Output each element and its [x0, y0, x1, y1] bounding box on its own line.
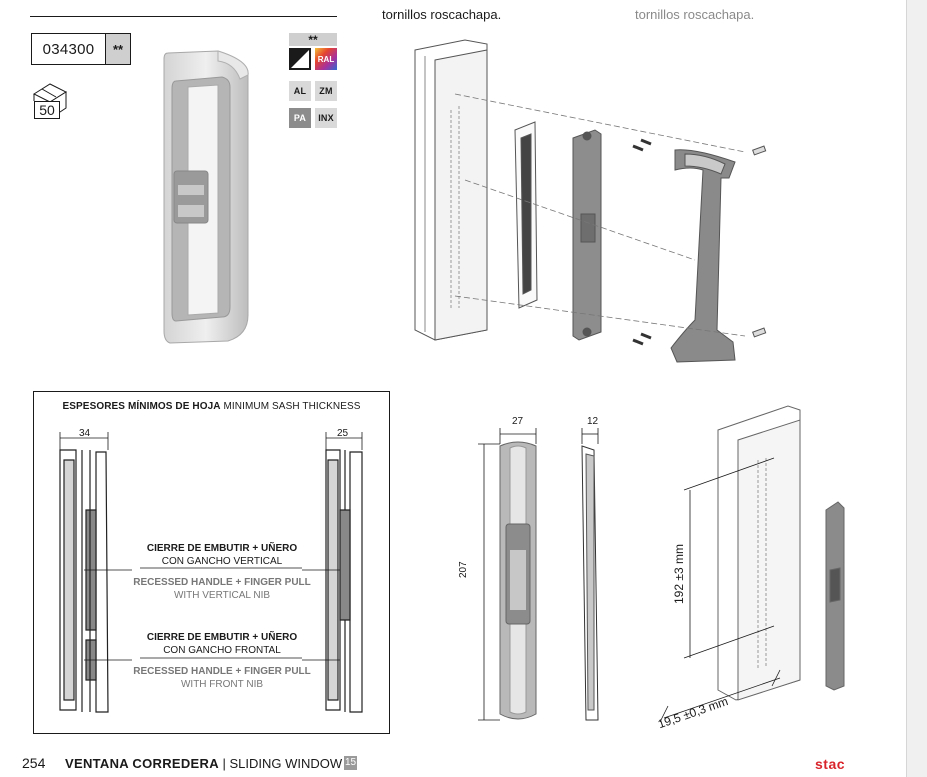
dim-fixing-distance: 192 ±3 mm — [672, 544, 686, 604]
note1-en-sub: WITH VERTICAL NIB — [173, 590, 271, 601]
exploded-assembly-drawing — [414, 39, 767, 363]
note2-es-sub: CON GANCHO FRONTAL — [163, 645, 281, 656]
finish-header: ** — [289, 33, 337, 47]
sash-thickness-title: ESPESORES MÍNIMOS DE HOJA MINIMUM SASH T… — [33, 401, 390, 412]
note2-en-main: RECESSED HANDLE + FINGER PULL — [133, 666, 311, 677]
note-front-nib: CIERRE DE EMBUTIR + UÑERO CON GANCHO FRO… — [132, 631, 312, 691]
brand-logo: stac — [815, 756, 846, 772]
dim-left-value: 34 — [79, 428, 91, 439]
header-text-left: tornillos roscachapa. — [382, 7, 502, 22]
page-number: 254 — [22, 755, 46, 771]
sash-title-es: ESPESORES MÍNIMOS DE HOJA — [62, 401, 221, 412]
ral-finish-icon: RAL — [315, 48, 337, 70]
sash-section-drawings — [59, 432, 363, 713]
note-vertical-nib: CIERRE DE EMBUTIR + UÑERO CON GANCHO VER… — [132, 542, 312, 602]
dim-depth: 12 — [587, 416, 599, 427]
product-handle-image — [163, 50, 249, 344]
note1-en-main: RECESSED HANDLE + FINGER PULL — [133, 577, 311, 588]
sash-title-en: MINIMUM SASH THICKNESS — [223, 401, 361, 412]
adjacent-page-edge — [906, 0, 927, 777]
header-text-right: tornillos roscachapa. — [635, 7, 755, 22]
note1-es-main: CIERRE DE EMBUTIR + UÑERO — [146, 543, 298, 554]
finish-badge-pa: PA — [289, 108, 311, 128]
lacquered-finish-icon — [289, 48, 311, 70]
dim-width: 27 — [512, 416, 524, 427]
finish-badge-inx: INX — [315, 108, 337, 128]
pack-quantity: 50 — [34, 101, 60, 119]
dimension-drawing-front-side — [478, 428, 599, 721]
sash-thickness-panel — [33, 391, 390, 734]
product-code-stars: ** — [105, 34, 130, 64]
section-number-badge: 15 — [344, 756, 357, 770]
note2-en-sub: WITH FRONT NIB — [180, 679, 264, 690]
installation-dimension-drawing — [659, 405, 845, 723]
product-code: 034300 — [42, 40, 95, 58]
footer-section-es: VENTANA CORREDERA — [65, 756, 219, 771]
footer-section-title: VENTANA CORREDERA | SLIDING WINDOW — [65, 756, 343, 771]
finish-badge-al: AL — [289, 81, 311, 101]
note2-es-main: CIERRE DE EMBUTIR + UÑERO — [146, 632, 298, 643]
finish-badge-zm: ZM — [315, 81, 337, 101]
header-rule — [30, 16, 337, 17]
dim-height: 207 — [458, 561, 469, 578]
dim-right-value: 25 — [337, 428, 349, 439]
note1-es-sub: CON GANCHO VERTICAL — [161, 556, 283, 567]
footer-section-en: SLIDING WINDOW — [229, 756, 343, 771]
product-code-box: 034300 ** — [31, 33, 131, 65]
